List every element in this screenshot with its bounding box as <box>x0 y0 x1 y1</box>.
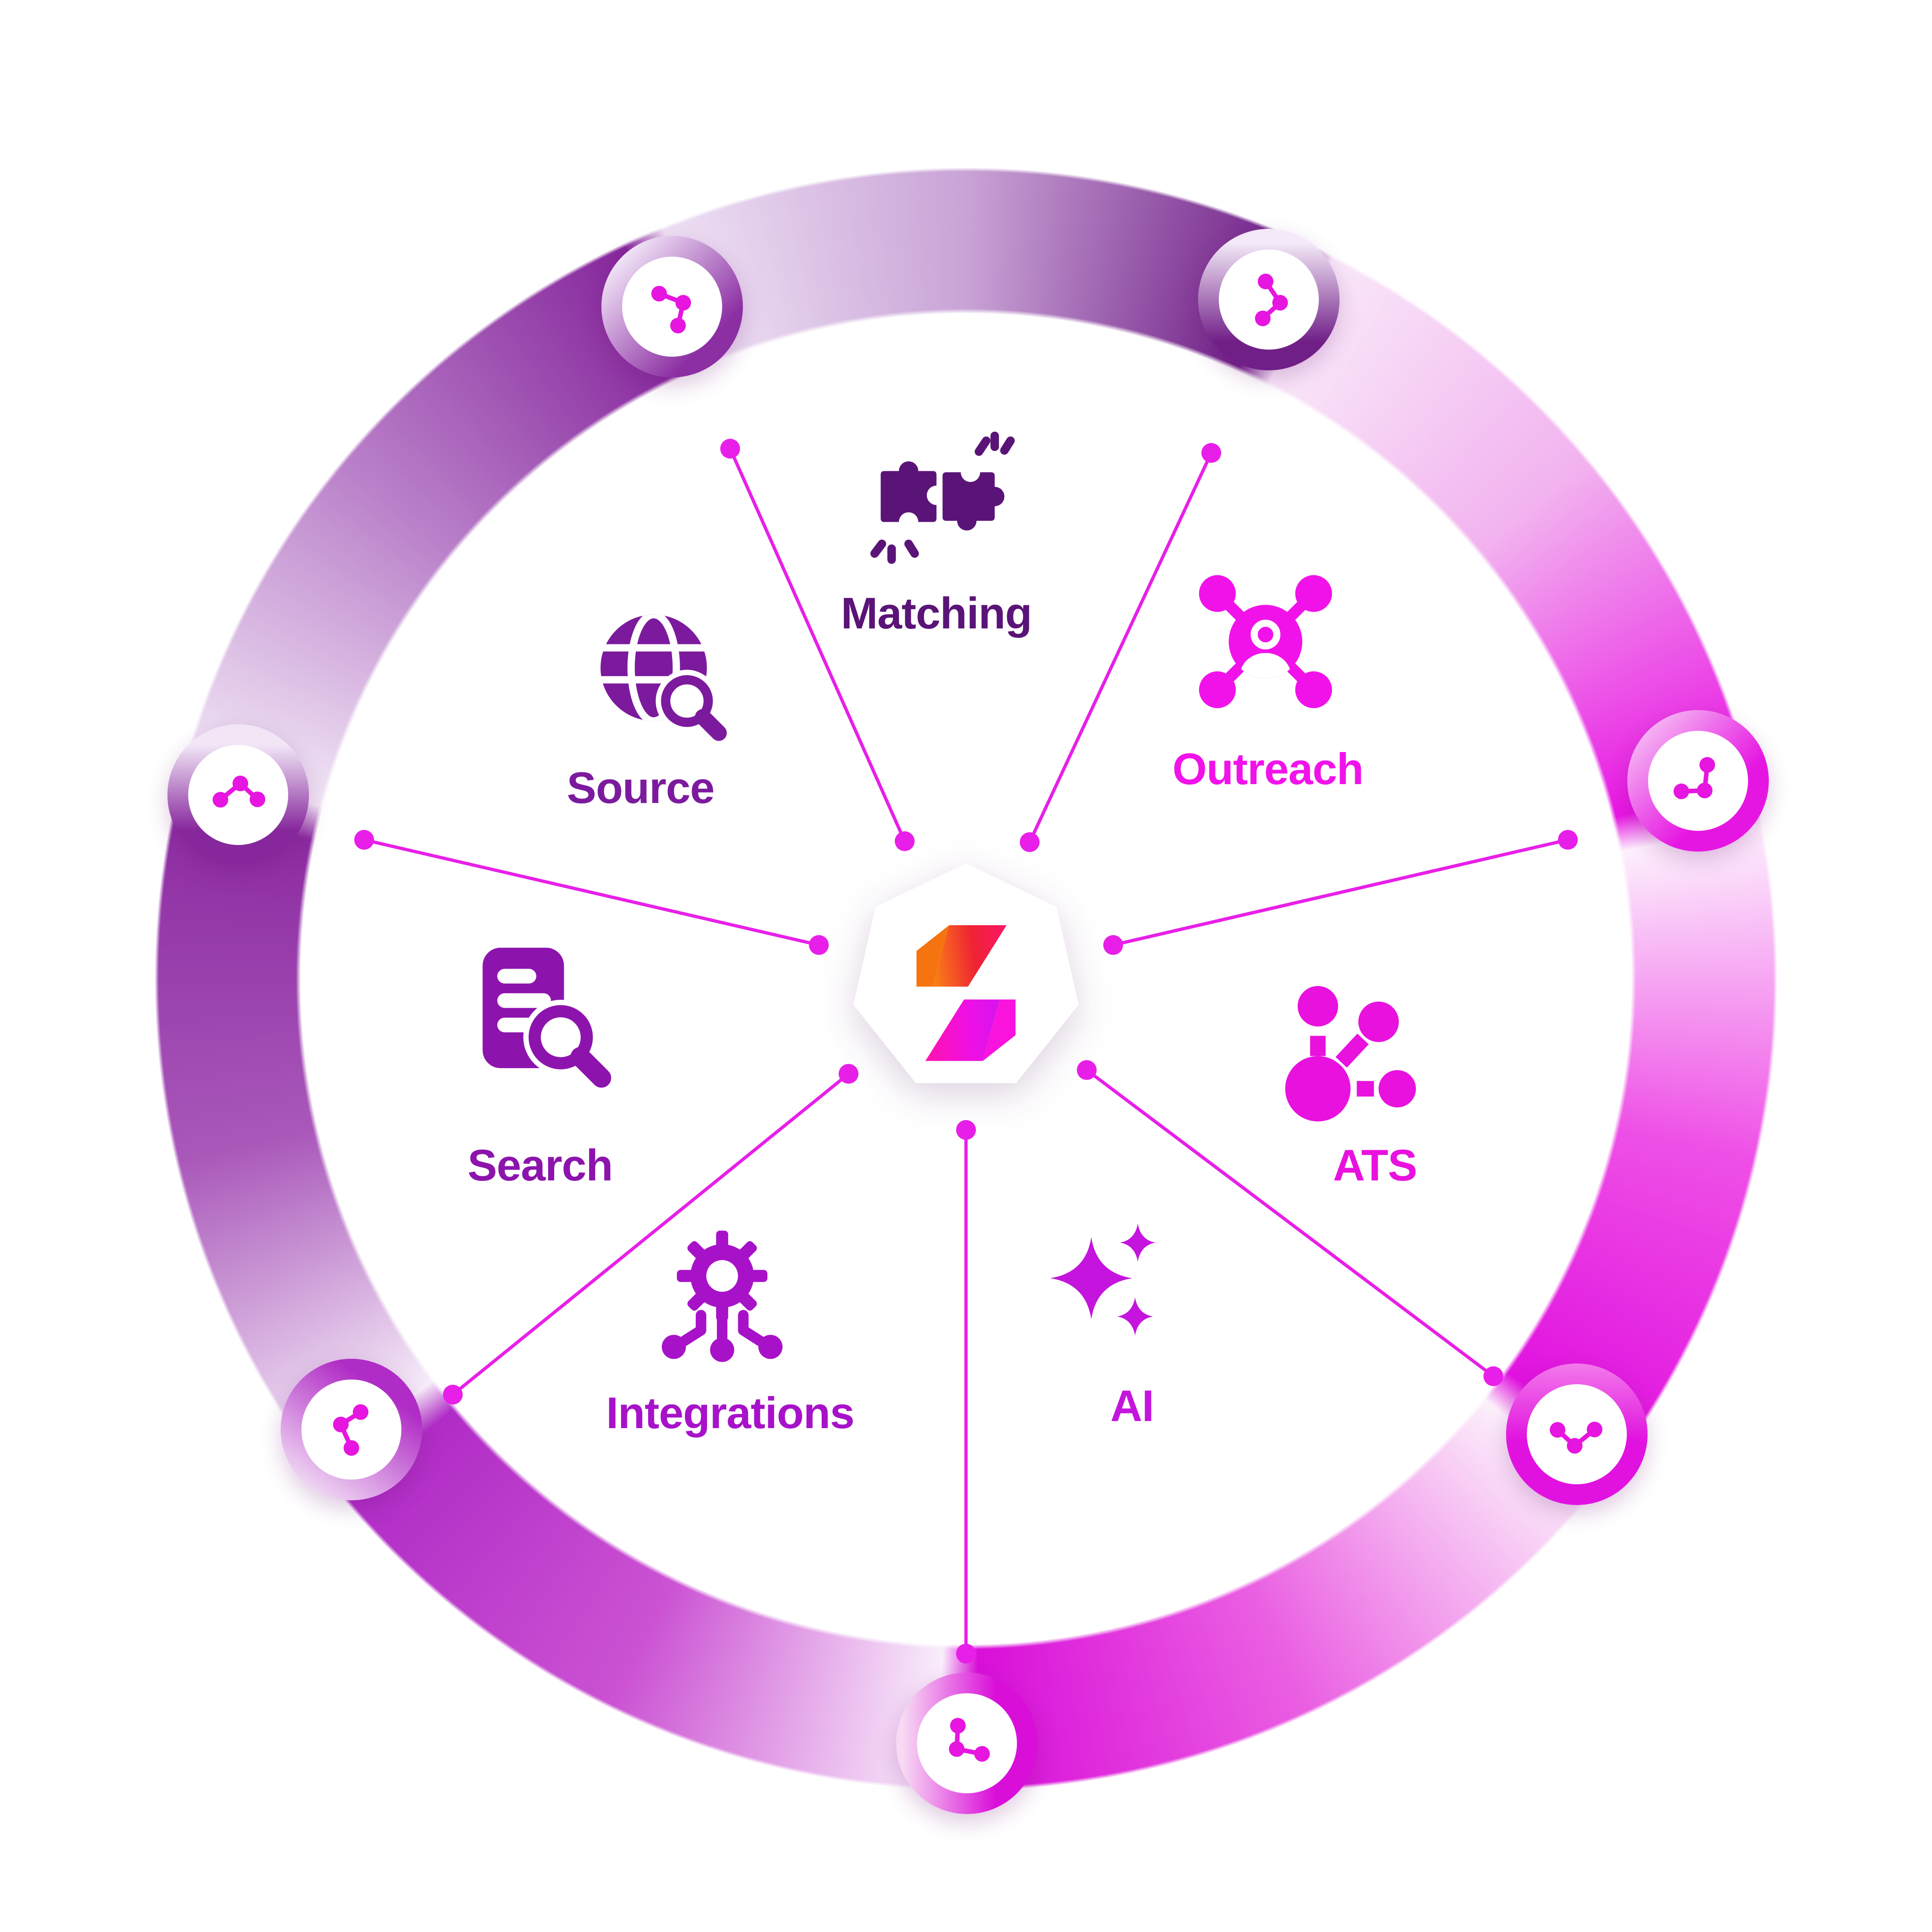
feature-label-source: Source <box>566 763 715 812</box>
feature-label-search: Search <box>467 1140 613 1190</box>
globe-search-icon <box>600 614 733 746</box>
ring-node-left <box>167 724 309 866</box>
feature-label-integrations: Integrations <box>606 1388 855 1438</box>
spoke <box>720 439 915 851</box>
ring-node-circle <box>917 1693 1017 1793</box>
share-nodes-icon <box>1673 757 1715 799</box>
feature-label-ai: AI <box>1110 1381 1154 1430</box>
sparkles-icon <box>1050 1223 1156 1336</box>
share-nodes-icon <box>1549 1422 1603 1454</box>
spoke <box>1077 1060 1503 1386</box>
ring-node-circle <box>622 257 722 357</box>
spoke <box>443 1064 858 1405</box>
feature-label-matching: Matching <box>841 588 1033 638</box>
feature-label-ats: ATS <box>1332 1140 1417 1190</box>
ring-node-right <box>1627 710 1769 852</box>
ring-node-circle <box>1527 1384 1627 1484</box>
spoke <box>1020 443 1221 852</box>
ring-node-bottom <box>896 1673 1038 1814</box>
ring-node-top-right <box>1198 229 1340 370</box>
person-network-icon <box>1199 575 1332 708</box>
ring-node-bottom-right <box>1506 1363 1648 1505</box>
ring-node-circle <box>301 1380 401 1480</box>
puzzle-pieces-icon <box>870 431 1015 564</box>
spoke <box>354 830 829 955</box>
spoke <box>1103 830 1578 955</box>
connected-nodes-icon <box>1285 986 1416 1121</box>
share-nodes-icon <box>212 775 266 808</box>
ring-node-circle <box>1648 731 1748 831</box>
share-nodes-icon <box>651 285 691 334</box>
share-nodes-icon <box>1255 274 1288 326</box>
share-nodes-icon <box>333 1404 369 1456</box>
seekout-s-logo <box>916 925 1016 1061</box>
share-nodes-icon <box>949 1718 990 1762</box>
document-search-icon <box>483 947 619 1095</box>
ring-node-top-left <box>601 236 743 377</box>
ring-node-bottom-left <box>281 1359 422 1500</box>
spoke <box>956 1120 976 1664</box>
ring-node-circle <box>1219 250 1319 350</box>
feature-label-outreach: Outreach <box>1172 744 1364 794</box>
ring-node-circle <box>188 745 288 845</box>
gear-connections-icon <box>662 1230 783 1362</box>
